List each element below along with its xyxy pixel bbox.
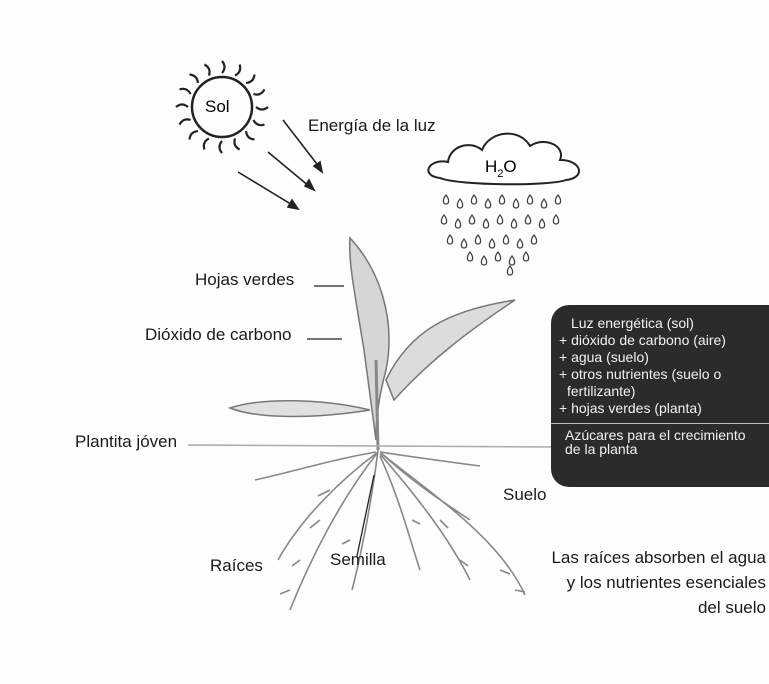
box-line-fertilizer: fertilizante) [567,383,636,399]
raindrops [440,193,562,276]
box-line-water: + agua (suelo) [559,349,649,365]
seed-label: Semilla [330,550,386,569]
seedling-label: Plantita jóven [75,432,178,451]
box-line-leaves: + hojas verdes (planta) [559,400,702,416]
soil-label: Suelo [503,485,547,504]
plant [227,236,516,451]
box-result-a: Azúcares para el crecimiento [565,427,746,443]
box-line-light: Luz energética (sol) [571,315,694,331]
light-arrows [237,119,324,211]
co2-label: Dióxido de carbono [145,325,292,344]
box-line-co2: + dióxido de carbono (aire) [559,332,726,348]
roots [254,449,526,611]
water-label: H2O [485,157,517,180]
equation-box: Luz energética (sol) + dióxido de carbon… [551,305,769,487]
light-label: Energía de la luz [308,116,436,135]
box-line-nutrients: + otros nutrientes (suelo o [559,366,722,382]
ground-line [187,444,561,448]
leaves-label: Hojas verdes [195,270,295,289]
roots-note-line2: y los nutrientes esenciales [566,573,766,592]
box-divider [551,423,769,424]
sun-icon [175,60,269,154]
leader-lines [307,285,375,557]
box-result-b: de la planta [565,441,638,457]
roots-note: Las raíces absorben el agua y los nutrie… [520,545,766,620]
roots-label: Raíces [210,556,263,575]
roots-note-line1: Las raíces absorben el agua [551,548,766,567]
cloud-icon [427,132,580,186]
sun-label: Sol [205,97,230,116]
roots-note-line3: del suelo [697,598,766,617]
